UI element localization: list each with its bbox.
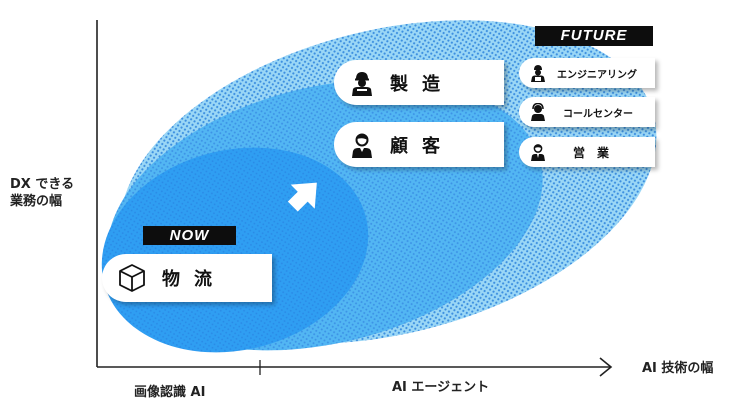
card-call-center[interactable]: コールセンター	[519, 97, 655, 127]
card-manufacturing[interactable]: 製造	[334, 60, 504, 105]
box-icon	[102, 263, 162, 293]
card-label: 顧客	[390, 135, 454, 157]
x-segment-ai-agent: AI エージェント	[392, 380, 490, 395]
card-customer[interactable]: 顧客	[334, 122, 504, 167]
businessman-icon	[519, 143, 557, 161]
card-label: 製造	[390, 73, 454, 95]
y-axis-label-line2: 業務の幅	[10, 194, 63, 209]
card-label: 営業	[573, 145, 622, 160]
card-label: コールセンター	[563, 108, 633, 120]
future-badge: FUTURE	[535, 26, 653, 46]
worker-helmet-icon	[334, 70, 390, 96]
card-sales[interactable]: 営業	[519, 137, 655, 167]
x-segment-image-recognition: 画像認識 AI	[134, 385, 206, 400]
card-engineering[interactable]: エンジニアリング	[519, 58, 655, 88]
x-axis-label: AI 技術の幅	[642, 361, 714, 376]
y-axis-label: DX できる 業務の幅	[10, 176, 74, 210]
now-badge: NOW	[143, 226, 236, 245]
growth-arrow-icon	[287, 182, 317, 212]
card-label: エンジニアリング	[557, 69, 637, 81]
x-axis-arrowhead	[599, 357, 613, 377]
card-label: 物流	[162, 269, 226, 290]
card-logistics[interactable]: 物流	[102, 254, 272, 302]
person-icon	[334, 132, 390, 158]
y-axis-label-line1: DX できる	[10, 177, 75, 192]
engineer-icon	[519, 64, 557, 82]
headset-operator-icon	[519, 103, 557, 121]
